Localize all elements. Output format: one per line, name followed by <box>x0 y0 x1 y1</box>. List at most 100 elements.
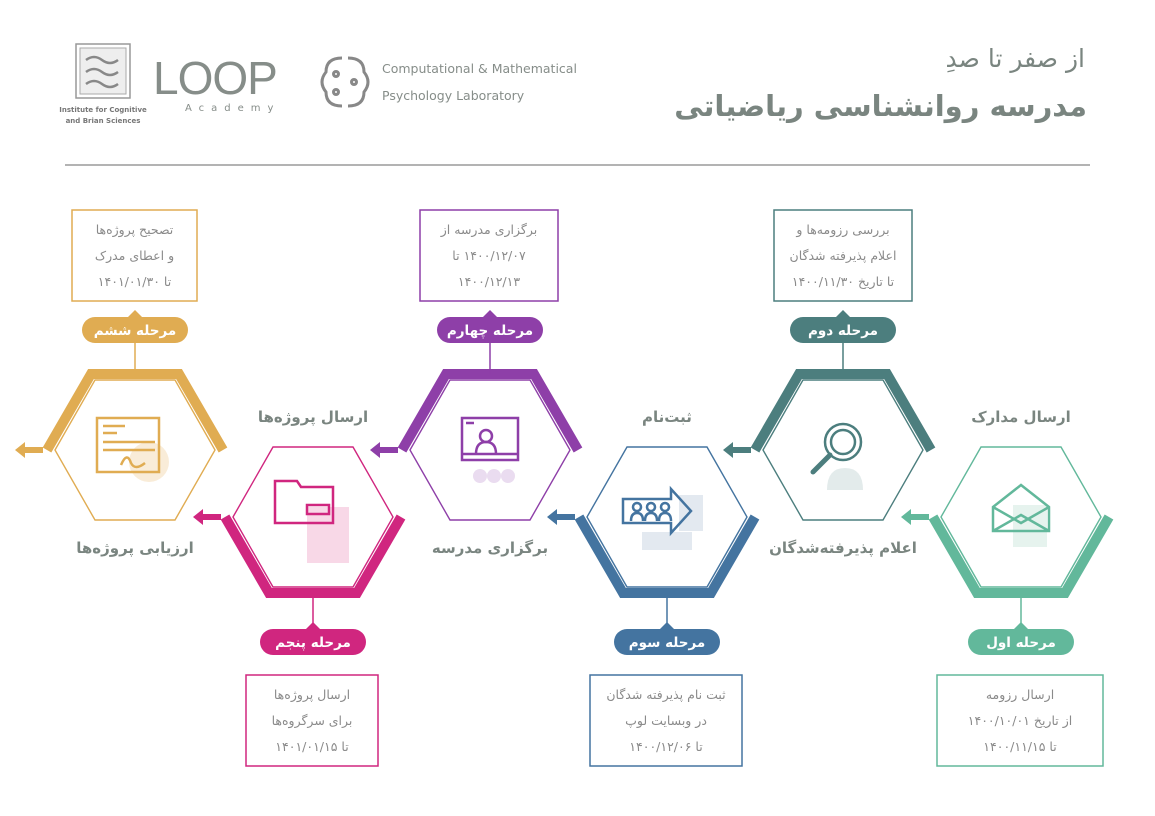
stage-info-line: تا ۱۴۰۰/۱۱/۱۵ <box>983 739 1057 754</box>
stage-label: ثبت‌نام <box>642 408 692 426</box>
stage-badge <box>260 629 366 655</box>
audience-shadow <box>501 469 515 483</box>
stage-info-line: تا ۱۴۰۰/۱۲/۰۶ <box>629 739 703 754</box>
online-class-icon <box>460 416 520 483</box>
stage-badge-label: مرحله پنجم <box>275 635 351 651</box>
person-body <box>629 511 645 522</box>
stage-badge <box>790 317 896 343</box>
arrow-left-icon <box>193 509 221 525</box>
lens <box>823 422 863 462</box>
badge-pointer <box>128 310 142 317</box>
lens-inner <box>829 428 857 456</box>
envelope-shape <box>991 483 1051 533</box>
stage-info-line: و اعطای مدرک <box>95 248 174 264</box>
document-shadow <box>307 507 349 563</box>
stage-info-line: در وبسایت لوپ <box>625 713 707 729</box>
person-head <box>659 501 671 513</box>
folder-label <box>305 503 331 516</box>
person-head <box>631 501 643 513</box>
envelope-icon <box>991 483 1051 547</box>
magnifier-user-icon <box>810 422 863 490</box>
certificate-frame <box>95 416 161 474</box>
stage-info-box <box>71 209 198 302</box>
audience-shadow <box>487 469 501 483</box>
stage-badge <box>968 629 1074 655</box>
stairs-shadow <box>642 532 692 550</box>
person-body <box>657 511 673 522</box>
hexagon-outline <box>586 446 748 588</box>
stage-badge <box>82 317 188 343</box>
institute-logo: Institute for Cognitive and Brian Scienc… <box>59 43 147 125</box>
stage-info-line: تا تاریخ ۱۴۰۰/۱۱/۳۰ <box>792 274 895 290</box>
arrow-frame <box>621 485 693 537</box>
stage-badge-label: مرحله اول <box>986 635 1056 651</box>
stage-badge-label: مرحله سوم <box>629 635 706 651</box>
presenter-body <box>474 440 498 455</box>
badge-pointer <box>483 310 497 317</box>
stage-info-box <box>936 674 1104 767</box>
certificate-icon <box>95 416 169 482</box>
stage-badge <box>614 629 720 655</box>
stage-info-box <box>419 209 559 302</box>
arrow-left-icon <box>723 442 751 458</box>
audience-shadow <box>473 469 487 483</box>
loop-academy-logo: LOOP Academy <box>153 52 280 114</box>
certificate-lines <box>103 424 155 469</box>
arrow-left-icon <box>901 509 929 525</box>
brain-circuit-icon <box>320 56 370 108</box>
stage-info-line: ارسال رزومه <box>986 687 1054 703</box>
stage-info-line: تصحیح پروژه‌ها <box>96 222 174 238</box>
page-title: مدرسه روانشناسی ریاضیاتی <box>674 89 1087 123</box>
lab-name-line2: Psychology Laboratory <box>382 88 525 103</box>
arrow-left-icon <box>15 442 43 458</box>
stage-info-line: ثبت نام پذیرفته شدگان <box>606 687 726 703</box>
stage-3: ثبت‌نام مرحله سوم ثبت نام پذیرفته شدگان در … <box>547 408 760 767</box>
stage-info-line: برگزاری مدرسه از <box>440 222 537 238</box>
arrow-left-icon <box>370 442 398 458</box>
stage-label: ارسال مدارک <box>971 408 1071 426</box>
seal-shadow <box>129 442 169 482</box>
hexagon-outline <box>762 379 924 521</box>
person-body <box>643 511 659 522</box>
stage-info-box <box>589 674 743 767</box>
loop-logo-subtext: Academy <box>185 103 280 114</box>
stage-info-box <box>245 674 379 767</box>
stage-info-line: برای سرگروه‌ها <box>272 713 353 729</box>
folder-shape <box>273 479 335 525</box>
loop-logo-text: LOOP <box>153 52 277 104</box>
stage-4: برگزاری مدرسه مرحله چهارم برگزاری مدرسه از… <box>370 209 583 557</box>
group-arrow-icon <box>621 485 703 550</box>
stage-info-line: تا ۱۴۰۱/۰۱/۳۰ <box>98 274 172 289</box>
stage-info-line: ارسال پروژه‌ها <box>274 687 350 703</box>
stage-label: اعلام پذیرفته‌شدگان <box>769 539 917 558</box>
arrow-left-icon <box>547 509 575 525</box>
screen-frame <box>460 416 520 462</box>
stage-info-line: اعلام پذیرفته شدگان <box>790 248 897 264</box>
lab-name-line1: Computational & Mathematical <box>382 61 577 76</box>
stage-badge-label: مرحله ششم <box>94 323 176 339</box>
title-line1: از صفر تا صدِ <box>946 44 1085 73</box>
badge-pointer <box>660 622 674 629</box>
badge-pointer <box>1014 622 1028 629</box>
user-shadow <box>827 468 863 490</box>
stage-info-line: ۱۴۰۰/۱۲/۱۳ <box>458 274 520 289</box>
stage-badge-label: مرحله دوم <box>808 323 878 339</box>
hexagon-outline <box>409 379 571 521</box>
person-head <box>645 501 657 513</box>
stage-info-box <box>773 209 913 302</box>
stage-info-line: از تاریخ ۱۴۰۰/۱۰/۰۱ <box>968 713 1072 729</box>
stage-info-line: تا ۱۴۰۱/۰۱/۱۵ <box>275 739 349 754</box>
stage-info-line: بررسی رزومه‌ها و <box>795 222 889 238</box>
badge-pointer <box>306 622 320 629</box>
folder-document-icon <box>273 479 349 563</box>
stage-badge <box>437 317 543 343</box>
stage-badge-label: مرحله چهارم <box>447 323 533 339</box>
institute-caption-2: and Brian Sciences <box>66 117 141 125</box>
stage-label: ارسال پروژه‌ها <box>258 408 368 427</box>
stage-label: برگزاری مدرسه <box>432 539 548 557</box>
stage-5: ارسال پروژه‌ها مرحله پنجم ارسال پروژه‌ها بر… <box>193 408 406 767</box>
stage-1: ارسال مدارک مرحله اول ارسال رزومه از تاریخ … <box>901 408 1114 767</box>
handle <box>810 452 833 475</box>
